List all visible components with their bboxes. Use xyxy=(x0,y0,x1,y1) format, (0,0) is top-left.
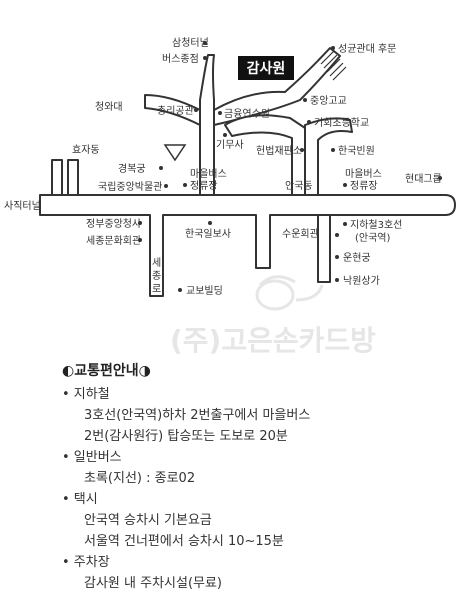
guide-item-line: 2번(감사원行) 탑승또는 도보로 20분 xyxy=(84,429,288,444)
guide-item-line: 안국역 승차시 기본요금 xyxy=(84,513,212,528)
road-cheongwadae xyxy=(144,94,201,126)
label-unhyeongung: 운현궁 xyxy=(343,252,371,264)
destination-box xyxy=(238,56,294,80)
location-map: (주)고은손카드방 감사원 삼청터널 버스종점 성균관대 후문 xyxy=(4,37,456,357)
map-dots xyxy=(138,41,442,292)
road-unhyeongung xyxy=(317,214,331,283)
label-bus-terminal: 버스종점 xyxy=(162,53,199,65)
label-cheongwadae: 청와대 xyxy=(95,101,123,113)
label-sajik-tunnel: 사직터널 xyxy=(4,200,41,212)
guide-item-heading: • 일반버스 xyxy=(62,450,122,465)
guide-title: ◐교통편안내◑ xyxy=(62,363,151,379)
label-sejongro: 세종로 xyxy=(152,257,161,295)
label-folk-museum: 국립중앙박물관 xyxy=(98,180,162,193)
road-hyojadong xyxy=(51,159,79,196)
guide-item-line: 서울역 건너편에서 승차시 10~15분 xyxy=(84,534,284,549)
road-samcheong xyxy=(199,54,215,196)
guide-item-line: 초록(지선) : 종로02 xyxy=(84,471,196,486)
label-sejong-center: 세종문화회관 xyxy=(86,235,141,247)
road-sungkyunkwan xyxy=(213,47,341,126)
label-sungkyunkwan: 성균관대 후문 xyxy=(338,43,396,55)
label-gimusa: 기무사 xyxy=(216,139,244,151)
gyeongbokgung-marker xyxy=(163,144,187,162)
main-road xyxy=(39,194,456,297)
label-anguk-station: (안국역) xyxy=(355,232,391,244)
guide-item-line: 3호선(안국역)하차 2번출구에서 마을버스 xyxy=(84,408,311,423)
transport-guide: ◐교통편안내◑ • 지하철 3호선(안국역)하차 2번출구에서 마을버스 2번(감사… xyxy=(62,360,462,594)
label-kihoe-elementary: 기회초등학교 xyxy=(314,117,369,129)
label-village-bus-right-1: 마을버스 xyxy=(345,168,382,180)
label-kyobo-building: 교보빌딩 xyxy=(186,285,223,297)
label-village-bus-left-1: 마을버스 xyxy=(190,168,227,180)
guide-item-line: 감사원 내 주차시설(무료) xyxy=(84,576,223,591)
road-east xyxy=(304,117,353,196)
destination-hatch xyxy=(317,47,347,81)
label-village-bus-left-2: 정류장 xyxy=(190,180,218,192)
label-pm-residence: 총리공관 xyxy=(157,105,194,117)
guide-item-heading: • 주차장 xyxy=(62,555,110,570)
watermark-logo xyxy=(255,275,324,311)
label-hyojadong: 효자동 xyxy=(72,144,100,156)
label-hankook-ilbo: 한국일보사 xyxy=(185,228,231,240)
svg-text:종: 종 xyxy=(152,270,161,282)
label-nagwon-arcade: 낙원상가 xyxy=(343,275,380,287)
guide-item-heading: • 택시 xyxy=(62,492,98,507)
watermark-text: (주)고은손카드방 xyxy=(170,324,376,357)
label-joongang-high: 중앙고교 xyxy=(310,95,347,107)
label-constitutional-court: 헌법재판소 xyxy=(256,145,302,157)
label-gyeongbokgung: 경복궁 xyxy=(118,162,146,175)
svg-text:세: 세 xyxy=(152,257,161,269)
svg-text:로: 로 xyxy=(152,284,161,295)
destination-label: 감사원 xyxy=(247,60,286,77)
label-angukdong: 안국동 xyxy=(285,180,313,192)
label-subway-line3: 지하철3호선 xyxy=(350,218,402,231)
label-suun-hall: 수운회관 xyxy=(282,228,319,240)
label-village-bus-right-2: 정류장 xyxy=(350,180,378,192)
guide-items: • 지하철 3호선(안국역)하차 2번출구에서 마을버스 2번(감사원行) 탑승또는… xyxy=(62,384,462,594)
label-financial-institute: 금융연수원 xyxy=(224,108,270,120)
label-hyundai-group: 현대그룹 xyxy=(405,173,442,185)
guide-item-heading: • 지하철 xyxy=(62,387,110,402)
label-samcheong-tunnel: 삼청터널 xyxy=(172,37,209,49)
label-government-complex: 정부중앙청사 xyxy=(86,218,141,230)
label-korea-bank: 한국빈원 xyxy=(338,145,375,157)
